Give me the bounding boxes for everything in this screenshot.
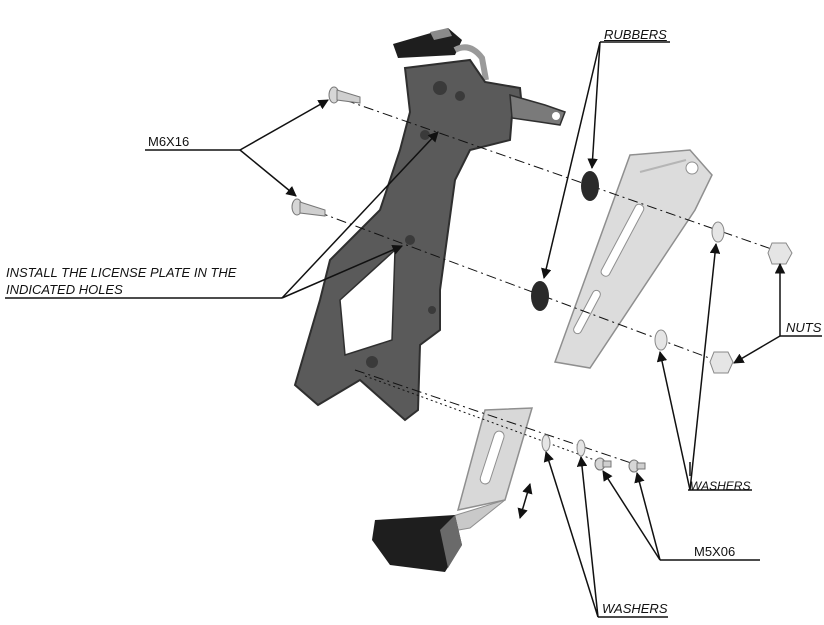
nut-upper (767, 242, 793, 265)
screw-m5x06-1 (594, 457, 612, 471)
label-rubbers: RUBBERS (604, 27, 667, 42)
assembly-axes (317, 99, 781, 467)
screw-m5x06-2 (628, 459, 646, 473)
small-washer-2 (576, 439, 586, 457)
label-washers-upper: WASHERS (690, 479, 751, 493)
leader-lines (5, 41, 822, 618)
bolt-m6x16-upper (328, 86, 361, 104)
label-washers-lower: WASHERS (602, 601, 668, 616)
label-install-line2: INDICATED HOLES (6, 282, 123, 297)
rubber-upper (581, 171, 599, 201)
adjustable-support (372, 407, 534, 572)
washer-upper (711, 221, 725, 243)
reflector-cap (393, 28, 489, 81)
small-washer-1 (541, 434, 551, 452)
license-plate-bracket (293, 58, 566, 422)
label-m5x06: M5X06 (694, 544, 736, 559)
nut-lower (709, 351, 734, 374)
label-nuts: NUTS (786, 320, 822, 335)
label-install-line1: INSTALL THE LICENSE PLATE IN THE (6, 265, 237, 280)
side-mounting-plate (553, 149, 713, 369)
rubber-lower (531, 281, 549, 311)
washer-lower (654, 329, 668, 351)
label-m6x16: M6X16 (148, 134, 190, 149)
bolt-m6x16-lower (291, 198, 326, 217)
